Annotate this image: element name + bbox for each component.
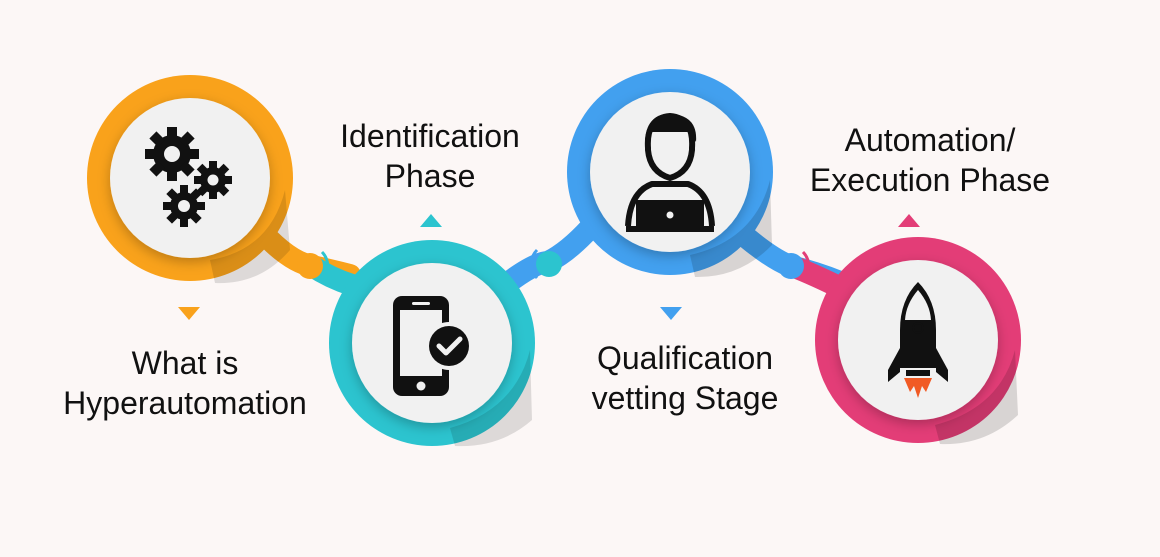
gears-icon [145, 127, 232, 227]
step-4-shadow [935, 350, 1018, 445]
step-1-label-line-1: What is [131, 345, 239, 381]
step-3-label: Qualification vetting Stage [550, 338, 820, 418]
junction-arc-2 [529, 248, 539, 280]
step-2-label-line-2: Phase [384, 158, 476, 194]
junction-dot-2 [536, 251, 562, 277]
step-4-label-line-1: Automation/ [844, 122, 1016, 158]
step-1-disc [110, 98, 270, 258]
step-1-label-line-2: Hyperautomation [63, 385, 307, 421]
rocket-icon [888, 282, 948, 398]
junction-arc-1 [320, 250, 330, 282]
junction-dot-1 [297, 253, 323, 279]
step-2-shadow [450, 350, 532, 447]
smartphone-check-icon [393, 296, 473, 396]
step-3-shadow [690, 180, 772, 278]
pointers [178, 214, 920, 320]
step-4-label-line-2: Execution Phase [809, 162, 1051, 198]
pointer-down-3 [660, 307, 682, 320]
step-3-label-line-1: Qualification [596, 340, 774, 376]
step-2-label: Identification Phase [290, 116, 570, 196]
step-1-shadow [210, 190, 290, 284]
junction-arc-3 [801, 250, 811, 282]
user-laptop-icon [625, 112, 715, 232]
step-3-label-line-2: vetting Stage [591, 380, 779, 416]
step-1-node [87, 75, 293, 284]
junction-dots [297, 248, 811, 282]
step-4-label: Automation/ Execution Phase [785, 120, 1075, 200]
step-2-label-line-1: Identification [340, 118, 520, 154]
pointer-up-4 [898, 214, 920, 227]
pointer-up-2 [420, 214, 442, 227]
junction-dot-3 [778, 253, 804, 279]
pointer-down-1 [178, 307, 200, 320]
step-1-label: What is Hyperautomation [40, 343, 330, 423]
